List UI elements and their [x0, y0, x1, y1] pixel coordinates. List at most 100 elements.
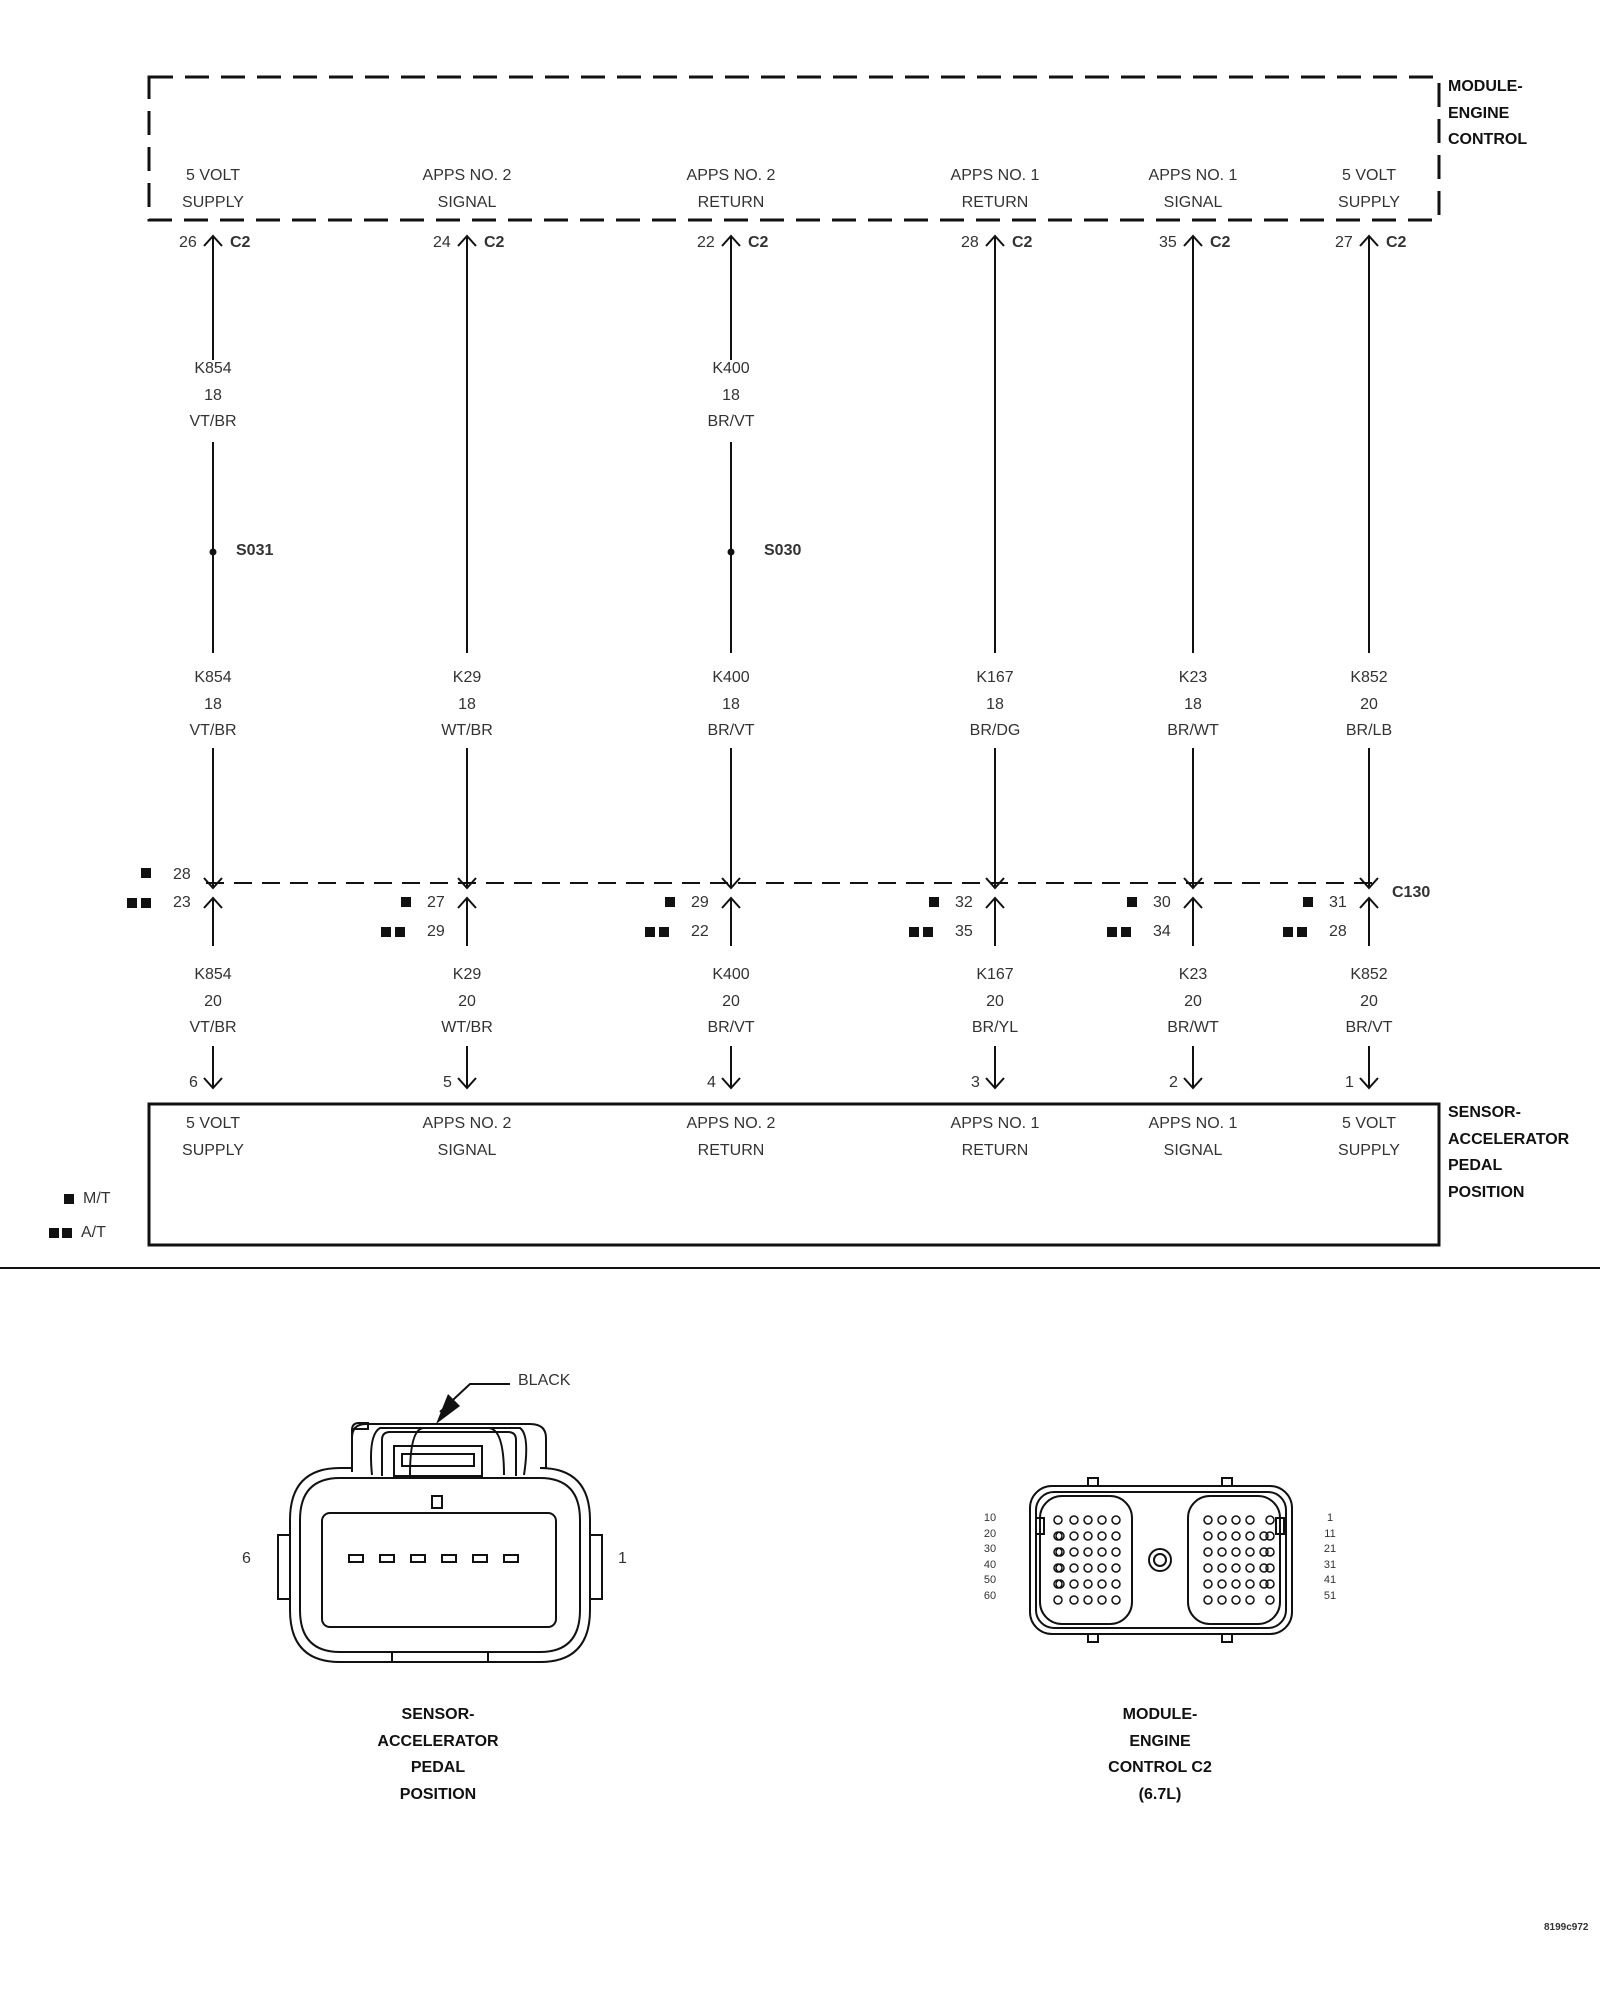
pcm-cavity	[1083, 1579, 1093, 1589]
pcm-cavity	[1097, 1547, 1107, 1557]
pcm-cavity	[1259, 1531, 1269, 1541]
module-pin-number: 35	[1159, 234, 1177, 251]
sensor-pin-number: 5	[443, 1074, 452, 1091]
sensor-connector-view	[277, 1422, 603, 1663]
pcm-cavity	[1069, 1563, 1079, 1573]
mt-square-icon	[141, 868, 151, 878]
c130-pin-at: 35	[955, 923, 973, 940]
wire-group	[127, 234, 1379, 1090]
c130-pin-mt: 31	[1329, 894, 1347, 911]
pcm-cavity	[1245, 1515, 1255, 1525]
pcm-cavity	[1097, 1563, 1107, 1573]
at-square-icon	[1121, 927, 1131, 937]
sensor-pin-number: 6	[189, 1074, 198, 1091]
pcm-cavity	[1069, 1595, 1079, 1605]
pcm-cavity	[1053, 1515, 1063, 1525]
pcm-cavity	[1265, 1515, 1275, 1525]
c130-male-terminal	[1183, 877, 1203, 890]
c130-label: C130	[1392, 884, 1431, 901]
module-pin-number: 22	[697, 234, 715, 251]
pcm-cavity	[1265, 1531, 1275, 1541]
pcm-cavity	[1111, 1547, 1121, 1557]
c130-pin-mt: 29	[691, 894, 709, 911]
pcm-pin-grid	[1053, 1515, 1275, 1605]
pcm-left-numbers: 10 20 30 40 50 60	[983, 1512, 997, 1602]
pcm-cavity	[1231, 1563, 1241, 1573]
splice-dot	[727, 548, 735, 556]
pcm-cavity	[1231, 1579, 1241, 1589]
sensor-terminal	[457, 1077, 477, 1090]
pcm-cavity	[1217, 1515, 1227, 1525]
module-connector-label: C2	[230, 234, 251, 251]
at-square-icon	[923, 927, 933, 937]
figure-id: 8199c972	[1544, 1922, 1589, 1933]
black-callout-label: BLACK	[518, 1372, 571, 1389]
c130-male-terminal	[1359, 877, 1379, 890]
c130-pin-mt: 32	[955, 894, 973, 911]
pcm-cavity	[1203, 1579, 1213, 1589]
pcm-cavity	[1245, 1563, 1255, 1573]
legend-mt: M/T	[64, 1190, 111, 1208]
at-square-icon	[1297, 927, 1307, 937]
legend-at-square-icon	[62, 1227, 72, 1238]
pcm-cavity	[1203, 1547, 1213, 1557]
legend-at-square-icon	[49, 1227, 59, 1238]
black-callout-arrow	[436, 1383, 510, 1424]
sensor-name: SENSOR- ACCELERATOR PEDAL POSITION	[1448, 1104, 1570, 1201]
pcm-cavity	[1111, 1515, 1121, 1525]
c130-pin-mt: 30	[1153, 894, 1171, 911]
pcm-cavity	[1069, 1531, 1079, 1541]
pcm-cavity	[1097, 1515, 1107, 1525]
sensor-view-title: SENSOR- ACCELERATOR PEDAL POSITION	[377, 1706, 499, 1803]
pcm-cavity	[1111, 1563, 1121, 1573]
pcm-cavity	[1231, 1595, 1241, 1605]
module-pin-number: 26	[179, 234, 197, 251]
pcm-cavity	[1069, 1547, 1079, 1557]
pcm-cavity	[1265, 1563, 1275, 1573]
pcm-cavity	[1259, 1547, 1269, 1557]
pcm-cavity	[1203, 1515, 1213, 1525]
pcm-cavity	[1053, 1563, 1063, 1573]
sensor-cavity-slots	[348, 1554, 519, 1563]
pcm-cavity	[1083, 1515, 1093, 1525]
pcm-cavity	[1217, 1547, 1227, 1557]
module-pin-number: 28	[961, 234, 979, 251]
pcm-cavity	[1217, 1531, 1227, 1541]
c130-pin-at: 22	[691, 923, 709, 940]
c130-pin-at: 34	[1153, 923, 1171, 940]
pcm-cavity	[1217, 1595, 1227, 1605]
pcm-cavity	[1245, 1531, 1255, 1541]
module-pin-number: 27	[1335, 234, 1353, 251]
pcm-cavity	[1203, 1531, 1213, 1541]
sensor-pin-number: 3	[971, 1074, 980, 1091]
module-pin-number: 24	[433, 234, 451, 251]
pcm-cavity	[1231, 1531, 1241, 1541]
at-square-icon	[1283, 927, 1293, 937]
sensor-view-pin-6: 6	[242, 1550, 251, 1567]
splice-s030: S030	[764, 542, 802, 559]
legend-mt-square-icon	[64, 1193, 74, 1204]
module-connector-label: C2	[1210, 234, 1231, 251]
pcm-cavity	[1265, 1595, 1275, 1605]
sensor-app-box	[147, 1102, 1441, 1247]
mt-square-icon	[665, 897, 675, 907]
c130-pin-mt: 27	[427, 894, 445, 911]
pcm-cavity	[1053, 1547, 1063, 1557]
c130-male-terminal	[203, 877, 223, 890]
pcm-cavity	[1245, 1547, 1255, 1557]
mt-square-icon	[929, 897, 939, 907]
pcm-c2-connector-view	[1029, 1477, 1293, 1643]
